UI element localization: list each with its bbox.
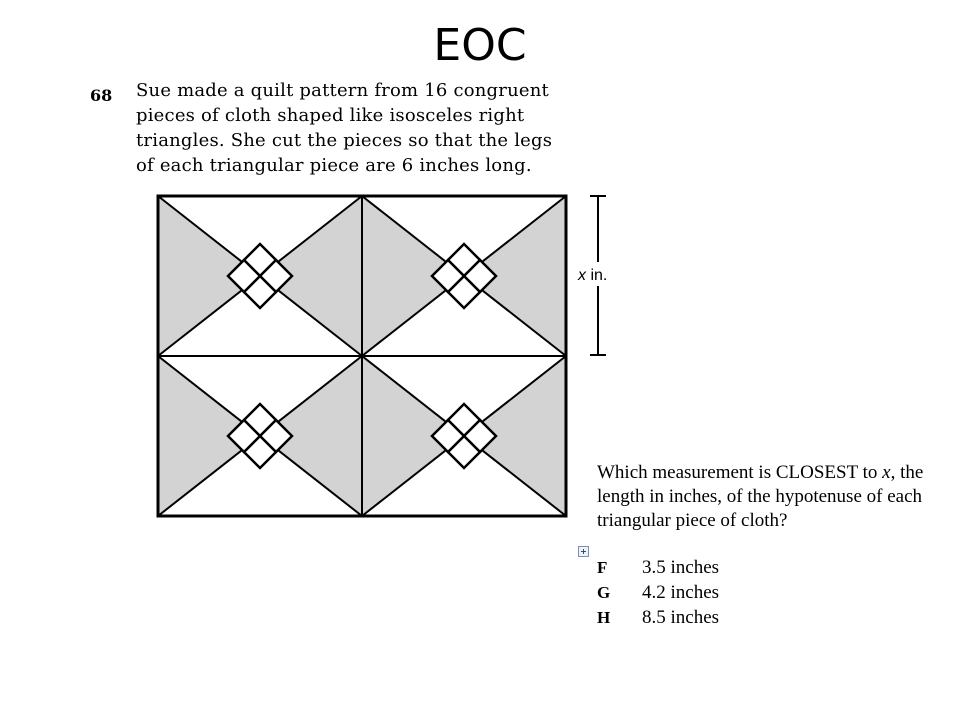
question-number: 68 (90, 86, 113, 105)
expand-plus-icon[interactable] (578, 546, 589, 557)
quilt-blocks (156, 194, 568, 518)
variable-x: x (882, 462, 891, 483)
stem-line: Sue made a quilt pattern from 16 congrue… (136, 80, 549, 101)
quilt-border (156, 194, 568, 518)
shaded-triangle (260, 196, 362, 356)
prompt-line: Which measurement is CLOSEST to x, the (597, 462, 924, 483)
choice-H[interactable]: H 8.5 inches (597, 606, 857, 630)
quilt-figure: x in. (156, 194, 620, 518)
dimension-marker: x in. (576, 195, 620, 356)
choice-letter: H (597, 608, 611, 627)
choice-letter: G (597, 583, 611, 602)
question-stem: Sue made a quilt pattern from 16 congrue… (136, 78, 636, 178)
shaded-triangle (464, 356, 566, 516)
stem-line: triangles. She cut the pieces so that th… (136, 130, 553, 151)
shaded-triangle (158, 196, 260, 356)
prompt-line: triangular piece of cloth? (597, 510, 788, 531)
prompt-line: length in inches, of the hypotenuse of e… (597, 486, 923, 507)
center-diamond (430, 258, 466, 294)
stem-line: of each triangular piece are 6 inches lo… (136, 155, 532, 176)
center-diamond (430, 418, 466, 454)
shaded-triangle (464, 196, 566, 356)
choice-letter: F (597, 558, 608, 577)
shaded-triangle (260, 356, 362, 516)
choice-text: 8.5 inches (642, 607, 720, 628)
center-diamond (226, 418, 262, 454)
shaded-triangle (158, 356, 260, 516)
center-diamond (226, 258, 262, 294)
choice-F[interactable]: F 3.5 inches (597, 556, 857, 580)
choice-G[interactable]: G 4.2 inches (597, 581, 857, 605)
shaded-triangle (362, 356, 464, 516)
stem-line: pieces of cloth shaped like isosceles ri… (136, 105, 525, 126)
question-prompt: Which measurement is CLOSEST to x, the l… (597, 461, 960, 533)
dimension-label: x in. (577, 267, 607, 284)
slide-title: EOC (433, 20, 527, 71)
shaded-triangle (362, 196, 464, 356)
choice-text: 3.5 inches (642, 557, 720, 578)
choice-text: 4.2 inches (642, 582, 720, 603)
